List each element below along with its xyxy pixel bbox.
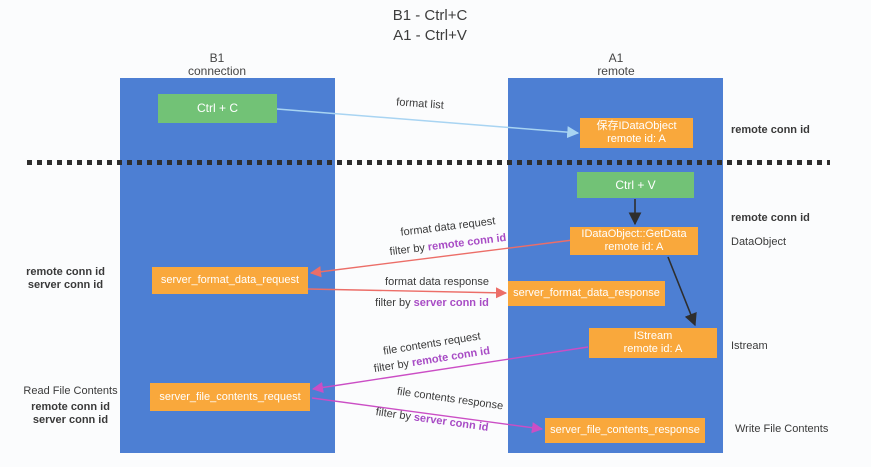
server-conn-id-text: server conn id xyxy=(413,297,489,309)
lifeline-b1-subtitle: connection xyxy=(187,64,247,78)
ctrl-c-box: Ctrl + C xyxy=(158,94,277,123)
right-remote-conn-id-label-1: remote conn id xyxy=(731,124,810,136)
save-dataobject-line1: 保存IDataObject xyxy=(596,120,677,132)
format-data-response-arrow xyxy=(307,287,508,299)
server-format-data-response-label: server_format_data_response xyxy=(513,287,660,299)
getdata-to-istream-arrow xyxy=(667,256,697,327)
server-format-data-request-label: server_format_data_request xyxy=(160,274,300,286)
lifeline-b1-title: B1 xyxy=(209,51,225,65)
format-data-response-annotation: format data response xyxy=(385,276,489,288)
save-dataobject-box: 保存IDataObject remote id: A xyxy=(580,118,693,148)
server-file-contents-request-box: server_file_contents_request xyxy=(150,383,310,411)
dashed-separator xyxy=(27,160,830,165)
title-line-2: A1 - Ctrl+V xyxy=(393,27,467,44)
dataobject-label: DataObject xyxy=(731,236,787,248)
lifeline-header-a1: A1 remote xyxy=(546,52,686,78)
lifeline-a1-subtitle: remote xyxy=(597,64,635,78)
read-file-contents-label: Read File Contents xyxy=(23,385,118,397)
server-file-contents-response-box: server_file_contents_response xyxy=(545,418,705,443)
diagram-title: B1 - Ctrl+C A1 - Ctrl+V xyxy=(250,6,610,46)
getdata-line1: IDataObject::GetData xyxy=(581,228,687,240)
getdata-line2: remote id: A xyxy=(604,241,664,253)
istream-box: IStream remote id: A xyxy=(589,328,717,358)
lifeline-header-b1: B1 connection xyxy=(147,52,287,78)
right-remote-conn-id-label-2: remote conn id xyxy=(731,212,810,224)
ctrl-v-label: Ctrl + V xyxy=(615,177,656,192)
format-data-request-arrow xyxy=(309,239,574,278)
filter-by-text: filter by xyxy=(375,297,414,309)
left-server-conn-id-label-1: server conn id xyxy=(27,279,104,291)
server-file-contents-request-label: server_file_contents_request xyxy=(159,390,301,403)
title-line-1: B1 - Ctrl+C xyxy=(392,7,468,24)
left-remote-conn-id-label-2: remote conn id xyxy=(31,401,110,413)
server-format-data-response-box: server_format_data_response xyxy=(508,281,665,306)
save-dataobject-line2: remote id: A xyxy=(607,133,666,145)
write-file-contents-label: Write File Contents xyxy=(735,423,829,435)
getdata-box: IDataObject::GetData remote id: A xyxy=(570,227,698,255)
file-contents-request-arrow xyxy=(311,346,589,394)
ctrl-c-label: Ctrl + C xyxy=(196,101,238,115)
left-server-conn-id-label-2: server conn id xyxy=(32,414,109,426)
format-list-arrow xyxy=(276,108,580,139)
ctrl-v-box: Ctrl + V xyxy=(577,172,694,198)
lifeline-a1-title: A1 xyxy=(608,51,624,65)
server-file-contents-response-label: server_file_contents_response xyxy=(550,424,700,436)
istream-line2: remote id: A xyxy=(623,343,683,355)
format-data-response-filter-annotation: filter by server conn id xyxy=(372,297,492,310)
left-remote-conn-id-label-1: remote conn id xyxy=(26,266,105,278)
file-contents-response-arrow xyxy=(311,397,544,434)
server-format-data-request-box: server_format_data_request xyxy=(152,267,308,294)
istream-side-label: Istream xyxy=(731,340,768,352)
istream-line1: IStream xyxy=(633,330,673,342)
